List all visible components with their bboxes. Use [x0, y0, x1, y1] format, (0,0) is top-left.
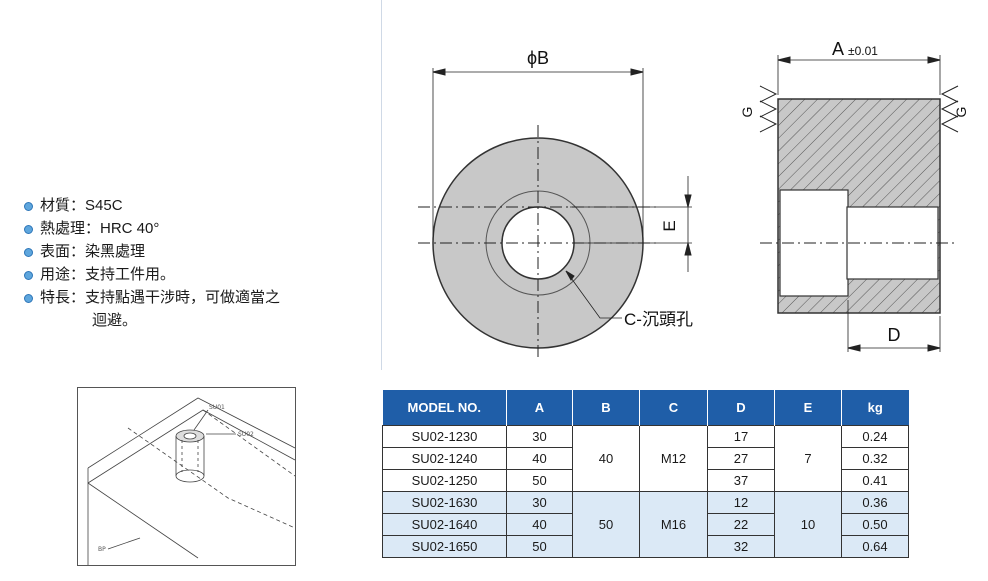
cell-model: SU02-1630: [382, 491, 507, 514]
spec-value: HRC 40°: [100, 220, 160, 237]
spec-features-continued: 迴避。: [92, 312, 138, 329]
cell-kg: 0.50: [841, 513, 909, 536]
spec-material: 材質：S45C: [24, 194, 280, 217]
spec-usage: 用途：支持工件用。: [24, 263, 280, 286]
header-kg: kg: [841, 390, 909, 426]
cell-d: 27: [707, 447, 775, 470]
spec-value: S45C: [85, 197, 123, 214]
spec-surface: 表面：染黑處理: [24, 240, 280, 263]
table-row: SU02-1250 50 37 0.41: [382, 469, 909, 492]
dim-a-tolerance: ±0.01: [848, 44, 878, 58]
spec-label: 特長：: [40, 289, 86, 306]
cell-kg: 0.41: [841, 469, 909, 492]
cell-b: 50: [572, 491, 640, 558]
header-e: E: [774, 390, 842, 426]
illus-label-su02: SU02: [238, 431, 254, 438]
cell-model: SU02-1650: [382, 535, 507, 558]
dim-c-label: C-沉頭孔: [624, 310, 693, 329]
cell-kg: 0.32: [841, 447, 909, 470]
dim-c-leader: [565, 270, 622, 319]
spec-label: 用途：: [40, 266, 86, 283]
cell-a: 40: [506, 513, 573, 536]
illus-label-su01: SU01: [209, 404, 225, 411]
cell-c: M12: [639, 425, 708, 492]
spec-features: 特長：支持點遇干涉時，可做適當之: [24, 286, 280, 309]
cell-d: 12: [707, 491, 775, 514]
spec-list: 材質：S45C 熱處理：HRC 40° 表面：染黑處理 用途：支持工件用。 特長…: [24, 194, 280, 332]
surface-finish-left-icon: [759, 85, 778, 133]
cell-kg: 0.64: [841, 535, 909, 558]
cell-a: 30: [506, 425, 573, 448]
spec-label: 熱處理：: [40, 220, 101, 237]
cell-b: 40: [572, 425, 640, 492]
table-row: SU02-1230 30 40 M12 17 7 0.24: [382, 425, 909, 492]
cell-e: 10: [774, 491, 842, 558]
spec-value: 染黑處理: [85, 243, 146, 260]
table-header-row: MODEL NO. A B C D E kg: [382, 390, 909, 426]
dim-a-label: A: [832, 39, 844, 59]
column-divider: [381, 0, 382, 370]
technical-drawing: ϕB E C-沉頭孔 A ±0.01 D G G: [418, 39, 969, 360]
header-a: A: [506, 390, 573, 426]
g-label-right: G: [953, 107, 969, 118]
table-row: SU02-1640 40 22 0.50: [382, 513, 909, 536]
cell-kg: 0.36: [841, 491, 909, 514]
usage-illustration: SU01 SU02 BP: [77, 387, 296, 566]
header-c: C: [639, 390, 708, 426]
cell-d: 37: [707, 469, 775, 492]
cell-d: 17: [707, 425, 775, 448]
cell-model: SU02-1230: [382, 425, 507, 448]
g-label-left: G: [739, 107, 755, 118]
cell-a: 30: [506, 491, 573, 514]
illus-label-bp: BP: [98, 546, 106, 553]
dim-e-label: E: [660, 220, 679, 231]
table-row: SU02-1240 40 27 0.32: [382, 447, 909, 470]
bullet-icon: [24, 202, 33, 211]
table-row: SU02-1630 30 50 M16 12 10 0.36: [382, 491, 909, 558]
model-spec-table: MODEL NO. A B C D E kg SU02-1230 30 40 M…: [382, 390, 909, 558]
cell-a: 40: [506, 447, 573, 470]
cell-e: 7: [774, 425, 842, 492]
cell-a: 50: [506, 535, 573, 558]
cell-d: 32: [707, 535, 775, 558]
header-b: B: [572, 390, 640, 426]
cell-a: 50: [506, 469, 573, 492]
header-d: D: [707, 390, 775, 426]
cell-kg: 0.24: [841, 425, 909, 448]
bullet-icon: [24, 271, 33, 280]
bullet-icon: [24, 225, 33, 234]
cell-c: M16: [639, 491, 708, 558]
cell-d: 22: [707, 513, 775, 536]
table-row: SU02-1650 50 32 0.64: [382, 535, 909, 558]
spec-value: 支持點遇干涉時，可做適當之: [85, 289, 281, 306]
cell-model: SU02-1640: [382, 513, 507, 536]
dim-d-label: D: [888, 325, 901, 345]
cell-model: SU02-1250: [382, 469, 507, 492]
spec-label: 材質：: [40, 197, 86, 214]
spec-value: 支持工件用。: [85, 266, 176, 283]
usage-illustration-drawing: SU01 SU02 BP: [87, 397, 296, 565]
bullet-icon: [24, 248, 33, 257]
spec-label: 表面：: [40, 243, 86, 260]
cell-model: SU02-1240: [382, 447, 507, 470]
surface-finish-right-icon: [940, 85, 959, 133]
bullet-icon: [24, 294, 33, 303]
spec-heat-treatment: 熱處理：HRC 40°: [24, 217, 280, 240]
dim-b-label: ϕB: [527, 48, 549, 68]
header-model: MODEL NO.: [382, 390, 507, 426]
